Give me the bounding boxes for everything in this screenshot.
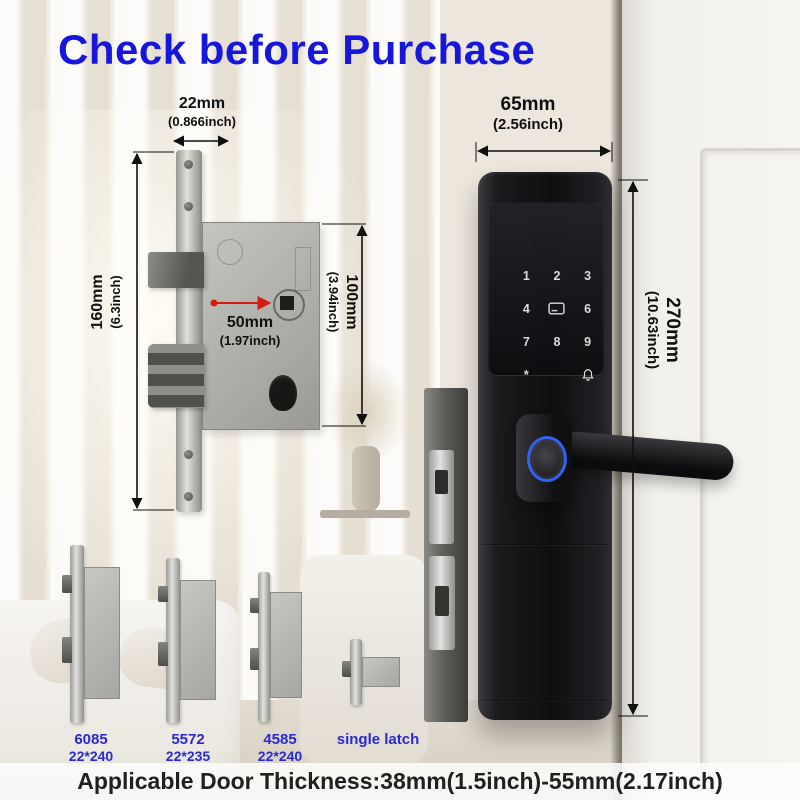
thumb-deadbolt: [158, 642, 168, 666]
spindle-hub-ring: [273, 289, 305, 321]
dim-value: 160mm: [89, 274, 106, 330]
dim-lock-height: 270mm (10.63inch): [643, 260, 683, 400]
dim-value: 270mm: [662, 297, 683, 363]
thumb-faceplate: [350, 639, 362, 705]
dim-value: 50mm: [226, 314, 274, 331]
spindle-hub-hole: [280, 296, 294, 310]
variant-name: single latch: [336, 731, 420, 748]
variant-image-single-latch: [342, 635, 416, 713]
etched-rect: [295, 247, 311, 291]
doorbell-icon: [572, 358, 603, 391]
thumb-body: [270, 592, 302, 698]
thumb-latch: [62, 575, 72, 593]
side-table: [320, 510, 410, 518]
dim-lock-width: 65mm (2.56inch): [468, 94, 588, 134]
variant-label-single-latch: single latch: [326, 731, 430, 748]
variant-size: 22*235: [165, 748, 211, 764]
dim-inch: (0.866inch): [168, 113, 236, 129]
etched-circle: [217, 239, 243, 265]
screw: [184, 202, 193, 211]
variant-label-4585: 4585 22*240: [232, 731, 328, 764]
thumb-faceplate: [258, 572, 270, 722]
plant: [328, 360, 406, 456]
fingerprint-sensor: [527, 436, 567, 482]
dim-mortise-height: 160mm (6.3inch): [89, 242, 123, 362]
door-thickness-text: Applicable Door Thickness:38mm(1.5inch)-…: [77, 768, 723, 794]
variant-name: 5572: [171, 731, 205, 748]
key-3: 3: [584, 268, 592, 283]
key-8: 8: [553, 334, 561, 349]
variant-image-5572: [158, 558, 218, 724]
latch-slot: [435, 470, 448, 494]
strike-plate: [429, 556, 455, 650]
strike-slot: [435, 586, 449, 616]
thumb-latch: [342, 661, 351, 677]
thumb-body: [362, 657, 400, 687]
deadbolt: [148, 344, 204, 408]
key-2: 2: [553, 268, 561, 283]
door-thickness-bar: Applicable Door Thickness:38mm(1.5inch)-…: [0, 763, 800, 800]
screw: [184, 160, 193, 169]
thumb-latch: [250, 598, 259, 613]
page-title: Check before Purchase: [58, 26, 536, 73]
vase: [352, 446, 380, 512]
door-edge: [424, 388, 468, 722]
thumb-body: [180, 580, 216, 700]
thumb-faceplate: [166, 558, 180, 723]
dim-mortise-width: 22mm (0.866inch): [150, 95, 254, 129]
variant-label-5572: 5572 22*235: [140, 731, 236, 764]
rfid-card-icon: [542, 292, 573, 325]
touch-keypad-panel: 1 2 3 4 6 7 8 9 *: [488, 202, 604, 382]
latch-faceplate: [429, 450, 454, 544]
latch-bolt: [148, 252, 204, 288]
thumb-deadbolt: [62, 637, 72, 663]
thumb-latch: [158, 586, 168, 602]
key-4: 4: [522, 301, 530, 316]
dim-mortise-body-height: 100mm (3.94inch): [326, 242, 360, 362]
variant-label-6085: 6085 22*240: [43, 731, 139, 764]
screw: [184, 492, 193, 501]
variant-name: 4585: [263, 731, 297, 748]
dim-65mm-line: [475, 142, 613, 162]
thumb-body: [84, 567, 120, 699]
dim-value: 22mm: [178, 95, 226, 112]
key-1: 1: [522, 268, 530, 283]
dim-inch: (1.97inch): [219, 332, 281, 348]
thumb-deadbolt: [250, 648, 259, 670]
lock-seam: [482, 700, 608, 702]
dim-value: 65mm: [500, 94, 556, 115]
dim-mortise-backset: 50mm (1.97inch): [196, 314, 304, 348]
door-frame-shadow: [610, 0, 624, 800]
key-blank: [542, 358, 573, 391]
key-7: 7: [522, 334, 530, 349]
variant-size: 22*240: [68, 748, 114, 764]
screw: [184, 450, 193, 459]
keypad: 1 2 3 4 6 7 8 9 *: [511, 259, 603, 391]
variant-name: 6085: [74, 731, 108, 748]
dim-value: 100mm: [343, 274, 360, 330]
key-9: 9: [584, 334, 592, 349]
dim-inch: (3.94inch): [326, 271, 342, 333]
variant-size: 22*240: [257, 748, 303, 764]
lock-seam: [482, 544, 608, 546]
cylinder-hole: [269, 375, 297, 411]
white-door: [622, 0, 800, 800]
key-star: *: [523, 367, 529, 382]
mortise-faceplate: [176, 150, 202, 512]
dim-inch: (2.56inch): [492, 116, 564, 134]
dim-inch: (6.3inch): [107, 275, 123, 329]
variant-image-6085: [62, 545, 122, 725]
key-6: 6: [584, 301, 592, 316]
variant-image-4585: [250, 572, 306, 724]
dim-inch: (10.63inch): [643, 290, 661, 370]
mortise-lock-body: [202, 222, 320, 430]
thumb-faceplate: [70, 545, 84, 723]
